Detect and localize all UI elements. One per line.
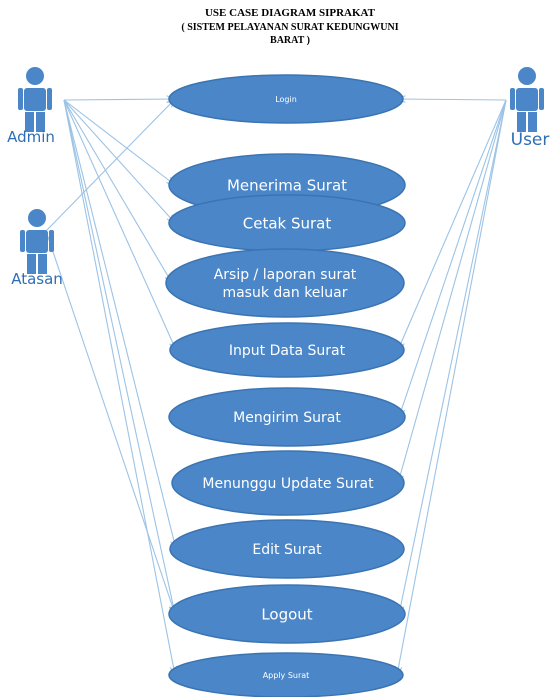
use-case-login: Login xyxy=(168,74,404,124)
use-case-label: Cetak Surat xyxy=(243,214,332,232)
use-case-menunggu-update-surat: Menunggu Update Surat xyxy=(171,450,405,516)
use-case-label: Login xyxy=(275,95,297,104)
person-icon xyxy=(510,67,544,132)
use-case-label: Arsip / laporan surat xyxy=(214,267,357,283)
use-case-label: Menerima Surat xyxy=(227,176,347,194)
use-case-label: Edit Surat xyxy=(252,542,322,558)
use-case-logout: Logout xyxy=(168,584,406,644)
association-line-user-login xyxy=(396,98,507,101)
use-case-ellipse xyxy=(168,74,404,124)
use-case-label: masuk dan keluar xyxy=(222,285,347,301)
use-case-ellipse xyxy=(169,322,405,378)
actor-admin: Admin xyxy=(7,67,55,146)
use-case-ellipse xyxy=(168,652,404,697)
association-line-admin-apply-surat xyxy=(63,99,176,676)
association-line-admin-cetak-surat xyxy=(63,99,176,224)
association-line-admin-arsip-laporan xyxy=(63,99,173,284)
actor-label: User xyxy=(511,130,550,150)
actor-label: Atasan xyxy=(11,270,63,288)
association-line-atasan-login xyxy=(45,98,176,232)
use-case-input-data-surat: Input Data Surat xyxy=(169,322,405,378)
person-icon xyxy=(18,67,52,132)
association-line-user-apply-surat xyxy=(396,99,507,676)
association-line-user-input-data-surat xyxy=(397,99,507,351)
actor-label: Admin xyxy=(7,128,55,146)
use-case-ellipse xyxy=(169,519,405,579)
diagram-title-line2: ( SISTEM PELAYANAN SURAT KEDUNGWUNI xyxy=(181,22,398,33)
use-case-cetak-surat: Cetak Surat xyxy=(168,194,406,252)
use-case-label: Input Data Surat xyxy=(229,343,346,359)
association-lines xyxy=(45,95,507,677)
use-case-ellipse xyxy=(165,248,405,318)
use-case-edit-surat: Edit Surat xyxy=(169,519,405,579)
association-line-admin-menerima-surat xyxy=(63,99,176,186)
diagram-title-line3: BARAT ) xyxy=(270,35,310,46)
association-line-admin-logout xyxy=(63,99,176,615)
actor-atasan: Atasan xyxy=(11,209,63,288)
use-case-label: Apply Surat xyxy=(263,671,310,680)
use-case-mengirim-surat: Mengirim Surat xyxy=(168,387,406,447)
association-line-user-mengirim-surat xyxy=(398,99,507,418)
person-icon xyxy=(20,209,54,274)
use-case-apply-surat: Apply Surat xyxy=(168,652,404,697)
use-case-ellipse xyxy=(168,584,406,644)
use-case-arsip-laporan: Arsip / laporan surat masuk dan keluar xyxy=(165,248,405,318)
association-line-admin-edit-surat xyxy=(63,99,177,550)
use-case-ellipse xyxy=(171,450,405,516)
association-line-atasan-logout xyxy=(45,230,176,615)
use-case-label: Logout xyxy=(261,605,312,623)
use-case-label: Mengirim Surat xyxy=(233,410,341,426)
diagram-title-line1: USE CASE DIAGRAM SIPRAKAT xyxy=(205,7,376,19)
use-case-label: Menunggu Update Surat xyxy=(202,476,374,492)
association-line-user-logout xyxy=(398,99,507,615)
association-line-admin-input-data-surat xyxy=(63,99,177,351)
association-line-user-menunggu-update-surat xyxy=(397,99,507,484)
actor-user: User xyxy=(510,67,549,150)
use-case-ellipse xyxy=(168,387,406,447)
association-line-admin-login xyxy=(63,98,176,101)
